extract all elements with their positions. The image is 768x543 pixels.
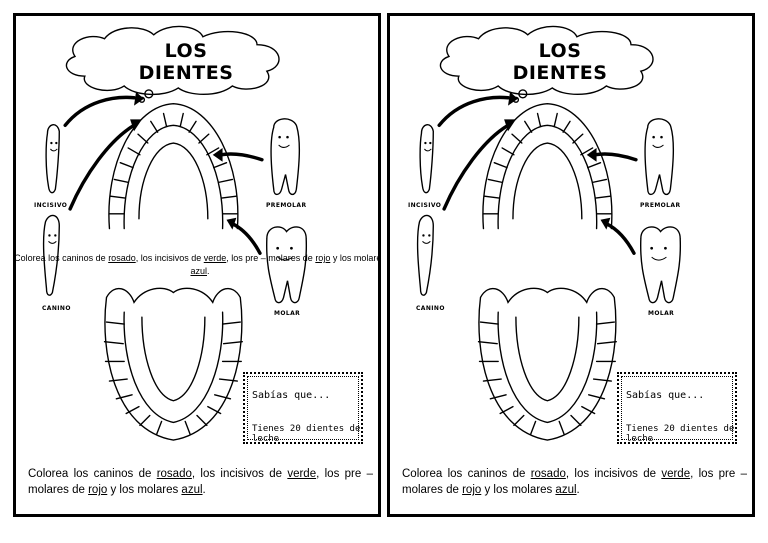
info-box: Sabías que... Tienes 20 dientes de leche [617,372,737,444]
incisivo-tooth [45,124,60,194]
label-incisivo: INCISIVO [34,202,68,209]
word-azul: azul [181,484,203,496]
teeth-illustration [416,25,682,441]
title-cloud [65,25,280,96]
info-box: Sabías que... Tienes 20 dientes de leche [243,372,363,444]
label-canino: CANINO [416,305,445,312]
info-heading: Sabías que... [626,390,705,401]
word-rojo: rojo [462,484,482,496]
label-incisivo: INCISIVO [408,202,442,209]
instruction-text: Colorea los caninos de rosado, los incis… [28,468,373,496]
word-azul: azul [555,484,577,496]
instruction-text: Colorea los caninos de rosado, los incis… [402,468,747,496]
page-title: LOS DIENTES [512,40,608,84]
label-premolar: PREMOLAR [640,202,681,209]
overlay-instruction: Colorea los caninos de rosado, los incis… [14,253,381,276]
label-premolar: PREMOLAR [266,202,307,209]
word-rojo: rojo [88,484,108,496]
lower-arch [104,287,243,441]
word-rosado: rosado [530,468,566,480]
word-verde: verde [661,468,691,480]
molar-tooth [266,226,308,304]
incisivo-tooth [419,124,434,194]
teeth-illustration [42,25,308,441]
worksheet-left: LOS DIENTES INCISIVO CANINO PREMOLAR MOL… [13,13,381,517]
label-molar: MOLAR [274,310,301,317]
info-heading: Sabías que... [252,390,331,401]
page-title: LOS DIENTES [138,40,234,84]
lower-arch [478,287,617,441]
info-fact: Tienes 20 dientes de leche [252,424,361,444]
word-verde: verde [287,468,317,480]
word-rosado: rosado [156,468,192,480]
worksheet-right: LOS DIENTES INCISIVO CANINO PREMOLAR MOL… [387,13,755,517]
title-cloud [439,25,654,96]
canino-tooth [416,214,434,296]
canino-tooth [42,214,60,296]
upper-arch [108,102,239,230]
upper-arch [482,102,613,230]
premolar-tooth [644,118,675,196]
label-canino: CANINO [42,305,71,312]
label-molar: MOLAR [648,310,675,317]
info-fact: Tienes 20 dientes de leche [626,424,735,444]
premolar-tooth [270,118,301,196]
molar-tooth [640,226,682,304]
